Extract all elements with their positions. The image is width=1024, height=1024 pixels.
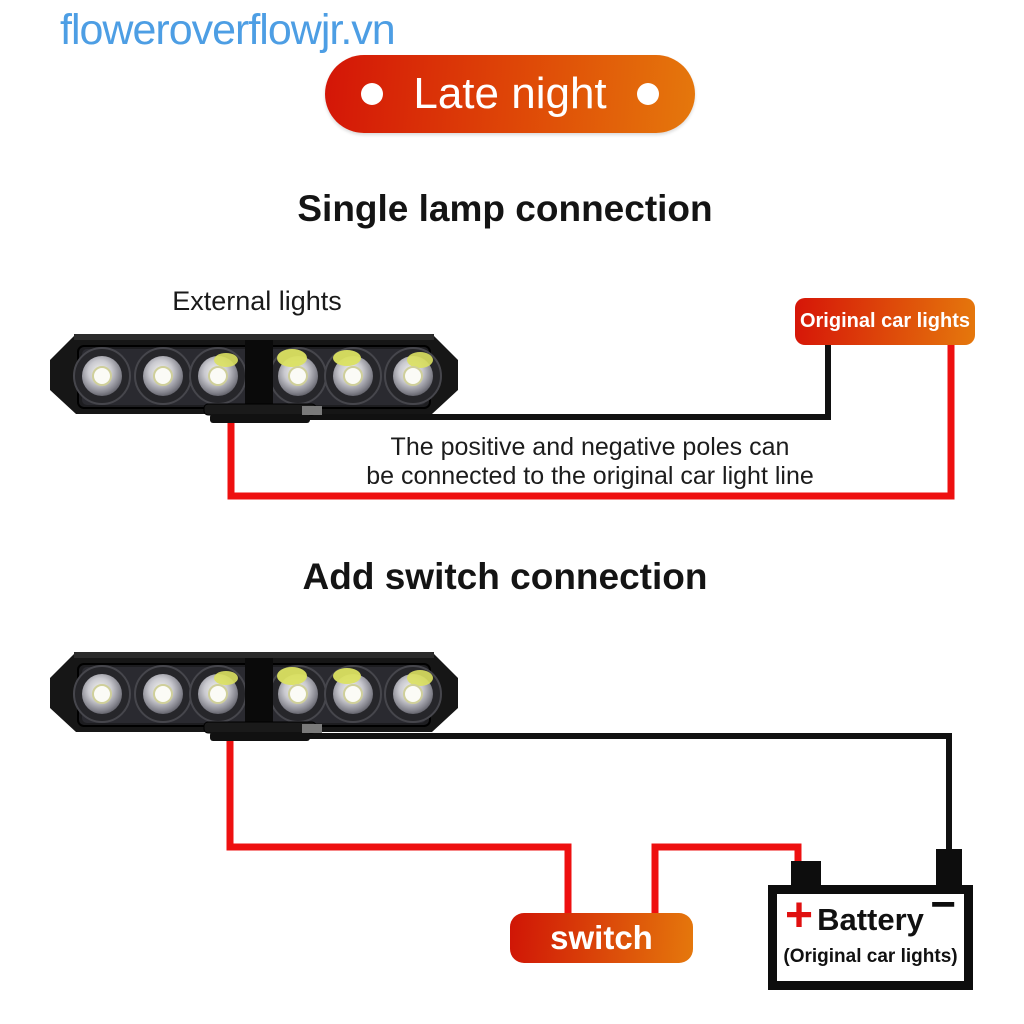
watermark-text: floweroverflowjr.vn	[60, 6, 396, 54]
add-switch-section-title: Add switch connection	[302, 556, 708, 597]
wire-red-lamp2-to-switch	[226, 740, 572, 918]
battery-minus-symbol: −	[930, 880, 956, 929]
battery-negative-terminal	[936, 849, 962, 888]
connection-note-line1: The positive and negative poles can	[390, 433, 790, 461]
banner-dot-left-icon	[361, 83, 383, 105]
battery-box: + − Battery (Original car lights)	[768, 880, 973, 990]
battery-name: Battery	[817, 902, 924, 937]
connection-note: The positive and negative poles can be c…	[366, 433, 814, 491]
single-lamp-section-title: Single lamp connection	[297, 188, 713, 229]
external-lights-label: External lights	[172, 286, 342, 316]
wire-red-switch-to-battery-positive	[651, 843, 802, 918]
wire-black-lamp2-to-battery-negative	[302, 733, 952, 852]
original-car-lights-badge: Original car lights	[795, 298, 975, 345]
battery-plus-symbol: +	[785, 889, 814, 942]
late-night-banner: Late night	[325, 55, 695, 133]
connection-note-line2: be connected to the original car light l…	[366, 462, 814, 490]
led-light-bar-2	[44, 648, 464, 748]
wire-black-lamp1-to-badge	[302, 343, 831, 420]
wire-red-lamp1-to-badge	[227, 343, 955, 500]
battery-positive-terminal	[791, 861, 821, 888]
banner-label: Late night	[413, 69, 607, 118]
battery-subtitle: (Original car lights)	[783, 946, 958, 967]
banner-dot-right-icon	[637, 83, 659, 105]
led-light-bar-1	[44, 330, 464, 430]
switch-badge: switch	[510, 913, 693, 963]
